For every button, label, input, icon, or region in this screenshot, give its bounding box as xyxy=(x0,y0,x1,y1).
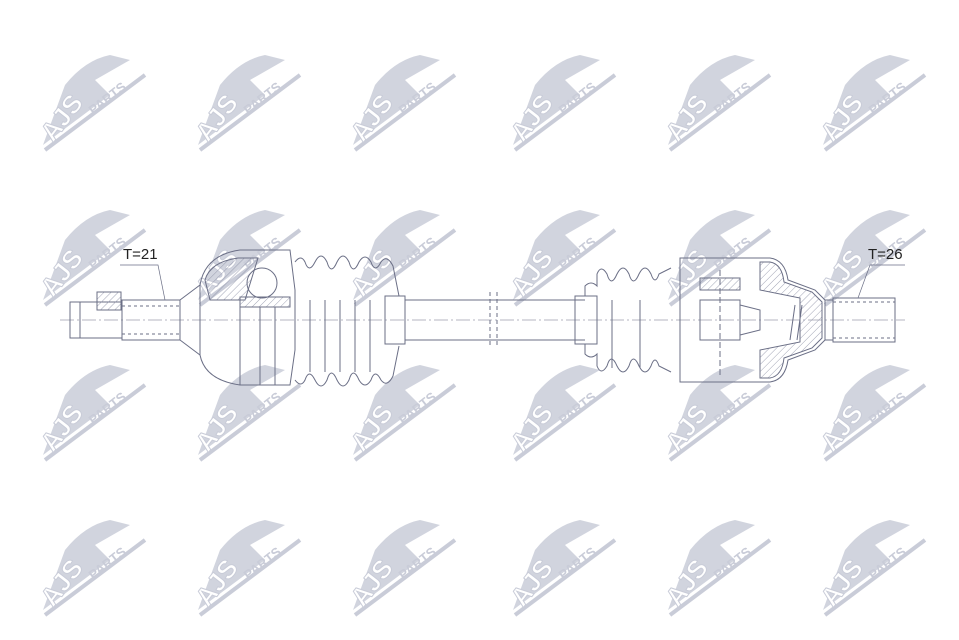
intermediate-shaft xyxy=(405,292,585,348)
right-boot xyxy=(574,267,672,373)
left-cv-joint xyxy=(199,249,296,386)
right-tripod-joint xyxy=(679,257,826,383)
right-spline-label: T=26 xyxy=(868,246,903,263)
left-spline-shaft xyxy=(69,284,201,356)
left-boot xyxy=(294,255,406,387)
right-spline-shaft xyxy=(824,297,896,343)
left-spline-label: T=21 xyxy=(123,246,158,263)
